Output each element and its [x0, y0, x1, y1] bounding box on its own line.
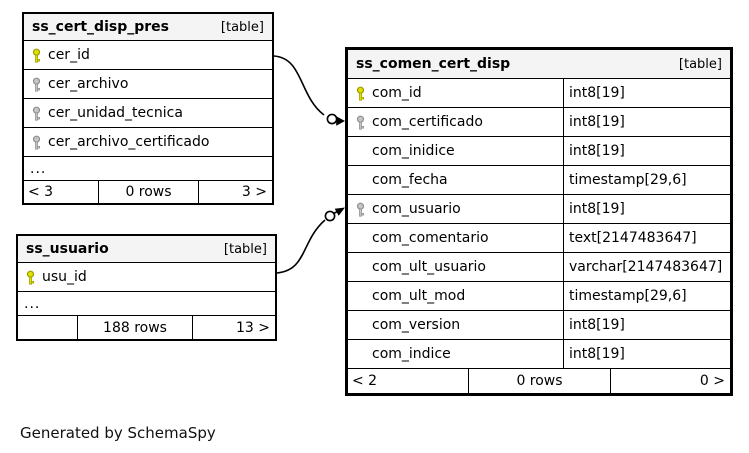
footer-children-count: 0 > [610, 369, 730, 393]
footer-parents-count: < 2 [352, 373, 378, 389]
generated-by-label: Generated by SchemaSpy [20, 424, 216, 442]
more-columns-ellipsis: ... [18, 291, 275, 315]
footer-children-count: 13 > [192, 316, 275, 339]
column-name: com_ult_usuario [372, 259, 486, 275]
row-com_fecha: com_fecha timestamp[29,6] [348, 165, 730, 194]
column-name: com_comentario [372, 230, 489, 246]
footer-children-count: 3 > [198, 181, 272, 203]
gray-key-icon [348, 115, 372, 130]
table-header: ss_usuario [table] [18, 236, 275, 262]
row-com_usuario: com_usuario int8[19] [348, 194, 730, 223]
row-com_inidice: com_inidice int8[19] [348, 136, 730, 165]
column-type: timestamp[29,6] [563, 282, 730, 310]
column-type: int8[19] [563, 311, 730, 339]
column-name: com_ult_mod [372, 288, 466, 304]
footer-parents-count: < 3 [28, 184, 54, 200]
column-name: com_certificado [372, 114, 483, 130]
row-com_ult_usuario: com_ult_usuario varchar[2147483647] [348, 252, 730, 281]
column-name: com_usuario [372, 201, 461, 217]
row-cer_id: cer_id [24, 40, 272, 69]
table-ss_comen_cert_disp[interactable]: ss_comen_cert_disp [table] com_id int8[1… [345, 47, 733, 396]
table-name: ss_cert_disp_pres [32, 19, 169, 35]
column-name: cer_unidad_tecnica [48, 105, 183, 121]
more-columns-ellipsis: ... [24, 156, 272, 180]
table-type-label: [table] [678, 56, 722, 72]
relationship-usu_id-com_usuario [276, 207, 345, 274]
table-ss_usuario[interactable]: ss_usuario [table] usu_id ... 188 rows 1… [16, 234, 277, 341]
row-cer_unidad_tecnica: cer_unidad_tecnica [24, 98, 272, 127]
footer-parents-count [18, 316, 77, 339]
table-footer: < 3 0 rows 3 > [24, 180, 272, 203]
column-type: text[2147483647] [563, 224, 730, 252]
table-ss_cert_disp_pres[interactable]: ss_cert_disp_pres [table] cer_id cer_arc… [22, 12, 274, 205]
column-name: cer_archivo_certificado [48, 134, 210, 150]
column-name: cer_id [48, 47, 90, 63]
column-type: timestamp[29,6] [563, 166, 730, 194]
column-name: cer_archivo [48, 76, 129, 92]
table-header: ss_comen_cert_disp [table] [348, 50, 730, 78]
column-name: com_indice [372, 346, 451, 362]
footer-row-count: 188 rows [77, 316, 192, 339]
table-footer: < 2 0 rows 0 > [348, 368, 730, 393]
column-type: int8[19] [563, 137, 730, 165]
column-name: usu_id [42, 269, 87, 285]
relationship-cer_id-com_certificado [273, 55, 345, 126]
column-type: int8[19] [563, 195, 730, 223]
primary-key-icon [348, 86, 372, 101]
gray-key-icon [24, 135, 48, 150]
column-name: com_inidice [372, 143, 455, 159]
row-com_certificado: com_certificado int8[19] [348, 107, 730, 136]
row-usu_id: usu_id [18, 262, 275, 291]
column-name: com_id [372, 85, 422, 101]
column-name: com_version [372, 317, 461, 333]
column-type: int8[19] [563, 79, 730, 107]
table-name: ss_comen_cert_disp [356, 56, 511, 72]
primary-key-icon [24, 48, 48, 63]
row-com_indice: com_indice int8[19] [348, 339, 730, 368]
table-header: ss_cert_disp_pres [table] [24, 14, 272, 40]
row-com_comentario: com_comentario text[2147483647] [348, 223, 730, 252]
column-name: com_fecha [372, 172, 448, 188]
row-com_ult_mod: com_ult_mod timestamp[29,6] [348, 281, 730, 310]
row-com_version: com_version int8[19] [348, 310, 730, 339]
column-type: int8[19] [563, 108, 730, 136]
gray-key-icon [348, 202, 372, 217]
table-type-label: [table] [220, 19, 264, 35]
row-cer_archivo: cer_archivo [24, 69, 272, 98]
column-type: int8[19] [563, 340, 730, 368]
table-type-label: [table] [223, 241, 267, 257]
primary-key-icon [18, 270, 42, 285]
gray-key-icon [24, 77, 48, 92]
row-cer_archivo_certificado: cer_archivo_certificado [24, 127, 272, 156]
gray-key-icon [24, 106, 48, 121]
row-com_id: com_id int8[19] [348, 78, 730, 107]
column-type: varchar[2147483647] [563, 253, 730, 281]
table-name: ss_usuario [26, 241, 109, 257]
table-footer: 188 rows 13 > [18, 315, 275, 339]
footer-row-count: 0 rows [468, 369, 610, 393]
footer-row-count: 0 rows [98, 181, 198, 203]
